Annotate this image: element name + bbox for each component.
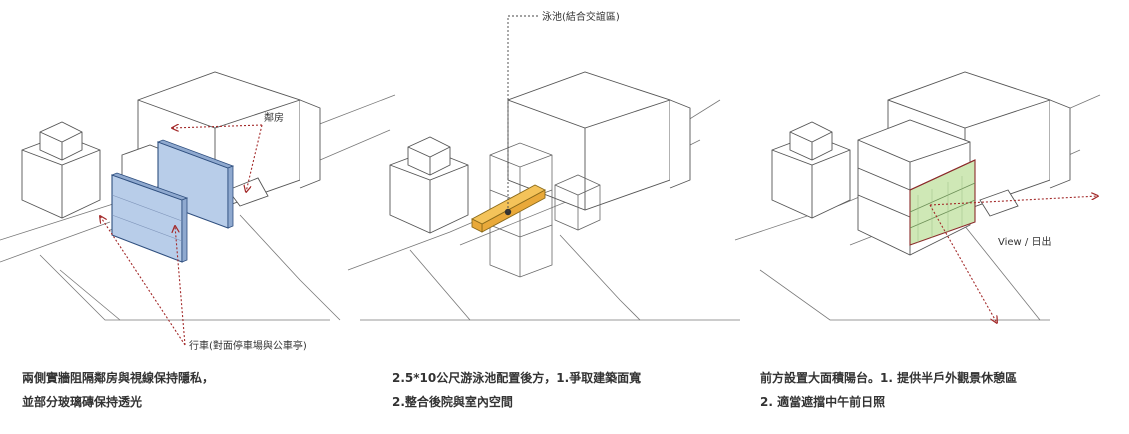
caption-line: 前方設置大面積陽台。1. 提供半戶外觀景休憩區: [760, 371, 1018, 385]
traffic-arrows: [100, 216, 186, 346]
caption-line: 2. 適當遮擋中午前日照: [760, 395, 886, 409]
label-pool: 泳池(結合交誼區): [542, 10, 620, 23]
neighbor-arrows: [172, 125, 263, 192]
caption-balcony: 前方設置大面積陽台。1. 提供半戶外觀景休憩區 2. 適當遮擋中午前日照: [760, 371, 1017, 409]
caption-line: 2.整合後院與室內空間: [392, 395, 513, 409]
building-left: [21, 121, 101, 219]
caption-line: 兩側實牆阻隔鄰房與視線保持隱私，: [22, 371, 215, 385]
pool-leader-line: [507, 15, 540, 212]
panel-balcony: View / 日出: [734, 71, 1101, 323]
label-view: View / 日出: [998, 235, 1051, 248]
swimming-pool: [471, 184, 546, 233]
label-neighbor: 鄰房: [264, 111, 284, 124]
caption-pool: 2.5*10公尺游泳池配置後方，1.爭取建築面寬 2.整合後院與室內空間: [392, 371, 641, 409]
building-back: [507, 71, 691, 211]
building-ghost: [489, 142, 601, 278]
panel-privacy: 鄰房 行車(對面停車場與公車亭): [0, 71, 396, 352]
caption-line: 2.5*10公尺游泳池配置後方，1.爭取建築面寬: [392, 371, 642, 385]
caption-line: 並部分玻璃磚保持透光: [22, 395, 143, 409]
caption-privacy: 兩側實牆阻隔鄰房與視線保持隱私， 並部分玻璃磚保持透光: [22, 371, 214, 409]
glass-wall-front: [110, 172, 189, 263]
building-left: [771, 121, 851, 219]
panel-pool: 泳池(結合交誼區): [347, 10, 740, 321]
balcony-volume: [909, 159, 976, 246]
label-traffic: 行車(對面停車場與公車亭): [189, 339, 307, 352]
view-arrows: [929, 196, 1098, 323]
building-left: [389, 136, 469, 234]
